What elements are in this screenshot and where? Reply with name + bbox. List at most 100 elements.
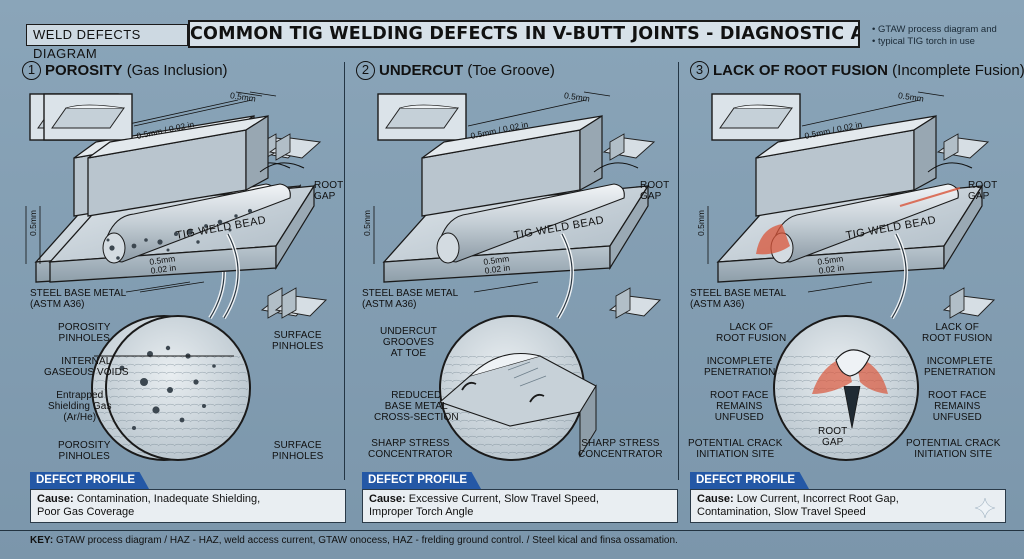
label-line: ROOT — [968, 180, 998, 191]
panel-divider — [678, 62, 679, 480]
note-line: • GTAW process diagram and — [872, 24, 997, 35]
label-line: GROOVES — [382, 337, 435, 348]
label-line: PENETRATION — [704, 367, 776, 378]
note-line: • typical TIG torch in use — [872, 36, 975, 47]
cause-text: Improper Torch Angle — [369, 506, 474, 518]
label-line: REDUCED — [391, 390, 442, 401]
label-line: ROOT FUSION — [922, 333, 993, 344]
label-line: (ASTM A36) — [362, 299, 417, 310]
label-line: GAP — [640, 191, 662, 202]
header-notes: • GTAW process diagram and • typical TIG… — [872, 24, 1022, 48]
label-line: PINHOLES — [58, 333, 110, 344]
label-line: PINHOLES — [272, 451, 324, 462]
label-line: ROOT FACE — [928, 390, 987, 401]
label-line: LACK OF — [935, 322, 979, 333]
label-line: (Ar/He) — [63, 412, 97, 423]
label-line: INCOMPLETE — [706, 356, 773, 367]
label-line: POROSITY — [58, 440, 111, 451]
panel-divider — [344, 62, 345, 480]
base-metal-label: STEEL BASE METAL(ASTM A36) — [362, 288, 458, 310]
label-line: Entrapped — [56, 390, 104, 401]
label-line: GAP — [821, 437, 844, 448]
defect-name: UNDERCUT — [379, 62, 464, 79]
cause-text: Contamination, Inadequate Shielding, — [76, 493, 261, 505]
label-line: POTENTIAL CRACK — [688, 438, 783, 449]
profile-heading: DEFECT PROFILE — [690, 472, 810, 489]
defect-name: POROSITY — [45, 62, 123, 79]
key-text: GTAW process diagram / HAZ - HAZ, weld a… — [55, 535, 678, 546]
label-line: Shielding Gas — [48, 401, 112, 412]
dimension-label: 0.5mm — [695, 210, 706, 236]
defect-name: LACK OF ROOT FUSION — [713, 62, 888, 79]
profile-body: Cause: Contamination, Inadequate Shieldi… — [30, 489, 346, 523]
label-line: POTENTIAL CRACK — [906, 438, 1001, 449]
page-title: COMMON TIG WELDING DEFECTS IN V-BUTT JOI… — [188, 20, 860, 48]
label-line: UNDERCUT — [380, 326, 437, 337]
label-line: STEEL BASE METAL — [30, 288, 127, 299]
diagram-tag: WELD DEFECTS DIAGRAM — [26, 24, 188, 61]
label-line: UNFUSED — [932, 412, 982, 423]
technical-illustration — [25, 56, 1024, 526]
dimension-label: 0.5mm — [361, 210, 372, 236]
label-line: ROOT FUSION — [716, 333, 787, 344]
defect-subtitle: (Toe Groove) — [467, 62, 555, 79]
label-line: STEEL BASE METAL — [362, 288, 459, 299]
label-line: PINHOLES — [58, 451, 110, 462]
profile-body: Cause: Excessive Current, Slow Travel Sp… — [362, 489, 678, 523]
label-line: GAP — [968, 191, 990, 202]
profile-heading: DEFECT PROFILE — [362, 472, 482, 489]
label-line: INITIATION SITE — [914, 449, 993, 460]
label-line: SURFACE — [273, 330, 322, 341]
label-line: REMAINS — [934, 401, 981, 412]
porosity-pinholes — [106, 208, 253, 430]
label-line: CROSS-SECTION — [374, 412, 459, 423]
label-line: SHARP STRESS — [371, 438, 450, 449]
label-line: INCOMPLETE — [926, 356, 993, 367]
label-line: STEEL BASE METAL — [690, 288, 787, 299]
defect-subtitle: (Incomplete Fusion) — [892, 62, 1024, 79]
label-line: ROOT FACE — [710, 390, 769, 401]
dimension-label: 0.5mm — [27, 210, 38, 236]
cause-text: Low Current, Incorrect Root Gap, — [736, 493, 899, 505]
cause-text: Contamination, Slow Travel Speed — [697, 506, 866, 518]
label-line: PINHOLES — [272, 341, 324, 352]
label-line: ROOT — [640, 180, 670, 191]
label-line: ROOT — [314, 180, 344, 191]
cause-label: Cause: — [37, 493, 74, 505]
label-line: CONCENTRATOR — [368, 449, 453, 460]
defect-profile-porosity: DEFECT PROFILE Cause: Contamination, Ina… — [30, 472, 346, 524]
panel-number: 2 — [356, 61, 375, 80]
cause-label: Cause: — [369, 493, 406, 505]
label-line: POROSITY — [58, 322, 111, 333]
sparkle-icon — [974, 497, 996, 519]
undercut-lens — [438, 352, 597, 458]
label-line: GASEOUS VOIDS — [44, 367, 129, 378]
label-line: (ASTM A36) — [30, 299, 85, 310]
